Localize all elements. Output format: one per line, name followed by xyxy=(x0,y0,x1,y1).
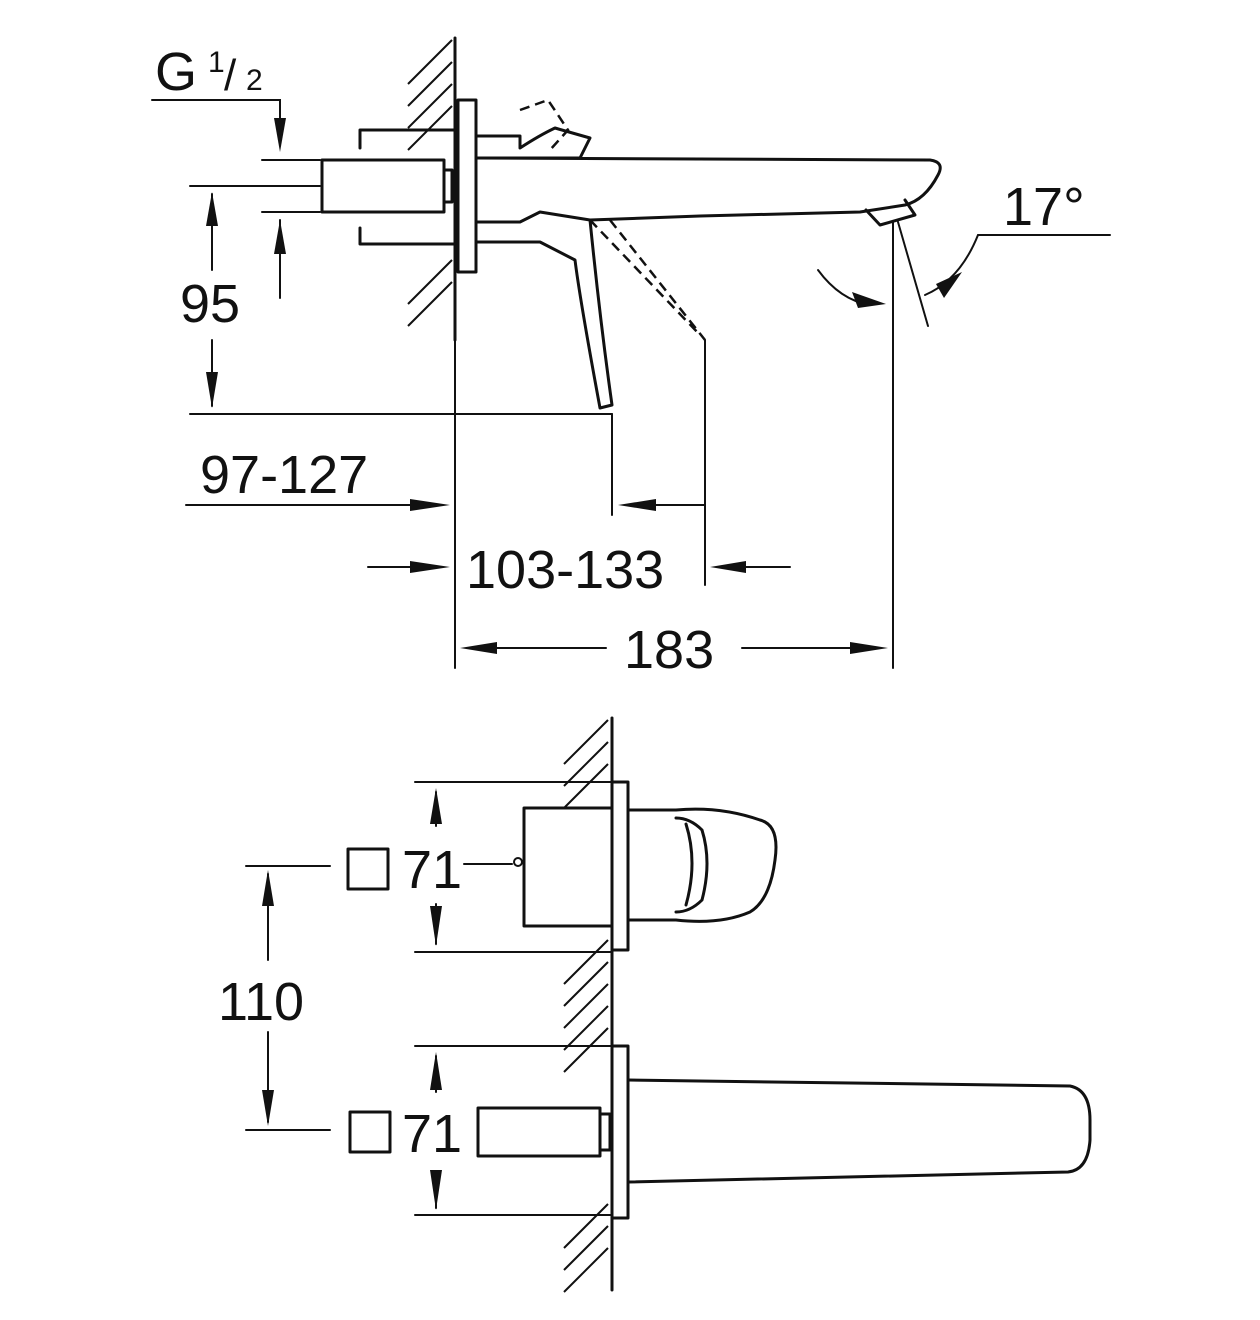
wall-hatch-line xyxy=(407,61,453,107)
front-view: 71 110 71 xyxy=(218,716,1092,1293)
angle-label: 17° xyxy=(1003,177,1085,237)
wall-hatch-line xyxy=(563,983,609,1029)
thread-dimension: G 1 / 2 xyxy=(151,42,321,299)
concealed-body xyxy=(320,128,457,246)
thread-denominator: 2 xyxy=(246,64,263,97)
spout-side xyxy=(474,156,942,227)
upper-square-dimension: 71 xyxy=(346,781,613,953)
lower-square-label: 71 xyxy=(402,1104,462,1164)
wall-hatch-line xyxy=(407,259,453,305)
thread-numerator: 1 xyxy=(208,46,225,79)
wall-range-1-label: 97-127 xyxy=(200,445,368,505)
wall-hatch-line xyxy=(563,1247,609,1293)
handle-front xyxy=(513,780,778,952)
wall-range-dimensions: 97-127 103-133 xyxy=(185,339,791,669)
wall-front xyxy=(563,716,614,1293)
lever-handle xyxy=(474,98,706,410)
height-dimension: 95 xyxy=(180,185,613,415)
wall-range-2-label: 103-133 xyxy=(466,540,664,600)
lower-square-dimension: 71 xyxy=(348,1045,613,1216)
height-label: 95 xyxy=(180,274,240,334)
wall-hatch-line xyxy=(563,961,609,1007)
thread-slash: / xyxy=(224,51,237,100)
wall-plate xyxy=(456,98,478,274)
spacing-label: 110 xyxy=(218,972,304,1032)
wall-hatch-line xyxy=(563,1225,609,1271)
side-view: G 1 / 2 95 1 xyxy=(151,36,1111,680)
thread-letter: G xyxy=(155,42,197,102)
wall-hatch-line xyxy=(407,83,453,129)
wall-side xyxy=(407,36,457,342)
wall-hatch-line xyxy=(407,39,453,85)
square-symbol-icon xyxy=(348,1110,392,1154)
spout-front xyxy=(476,1044,1092,1220)
upper-square-label: 71 xyxy=(402,840,462,900)
wall-hatch-line xyxy=(563,763,609,809)
wall-hatch-line xyxy=(563,1027,609,1073)
wall-hatch-line xyxy=(563,1203,609,1249)
wall-hatch-line xyxy=(407,105,453,151)
wall-hatch-line xyxy=(563,719,609,765)
wall-hatch-line xyxy=(563,741,609,787)
wall-hatch-line xyxy=(407,281,453,327)
wall-hatch-line xyxy=(563,1005,609,1051)
wall-hatch-line xyxy=(563,939,609,985)
square-symbol-icon xyxy=(346,847,390,891)
spout-length-label: 183 xyxy=(624,620,714,680)
angle-dimension: 17° xyxy=(817,177,1111,669)
spout-length-dimension: 183 xyxy=(460,620,888,680)
spacing-dimension: 110 xyxy=(218,865,331,1131)
